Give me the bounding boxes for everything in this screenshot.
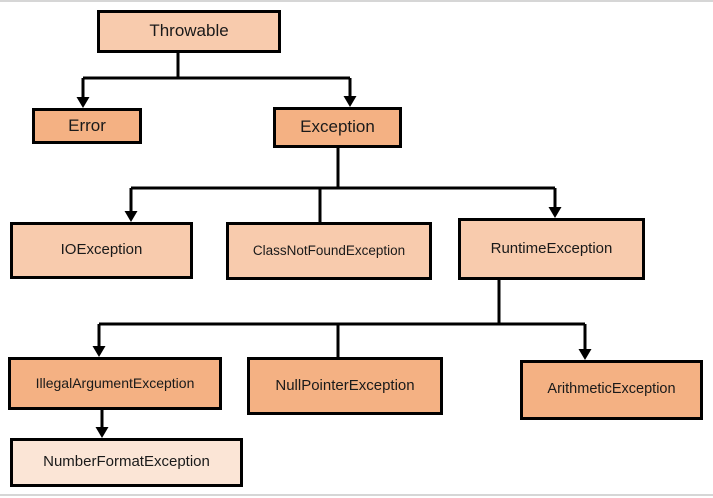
node-exception-label: Exception [300, 117, 375, 137]
arrowhead-to-exception [343, 96, 357, 107]
node-nullpointerexception-label: NullPointerException [275, 376, 415, 394]
window-top-border [0, 0, 713, 2]
node-numberformatexception-label: NumberFormatException [43, 453, 210, 471]
node-numberformatexception: NumberFormatException [10, 438, 243, 487]
node-runtimeexception: RuntimeException [458, 218, 645, 280]
node-illegalargumentexception: IllegalArgumentException [8, 357, 222, 410]
window-bottom-border [0, 494, 713, 496]
node-ioexception-label: IOException [60, 241, 143, 259]
arrowhead-to-error [76, 97, 90, 108]
node-nullpointerexception: NullPointerException [247, 357, 443, 415]
arrowhead-to-arithmeticexception [578, 349, 592, 360]
node-throwable: Throwable [97, 10, 281, 53]
connector-throwable-children [81, 51, 352, 99]
node-error-label: Error [68, 115, 106, 135]
node-arithmeticexception: ArithmeticException [520, 360, 703, 420]
arrowhead-to-ioexception [124, 211, 138, 222]
arrowhead-to-runtimeexception [548, 207, 562, 218]
arrowhead-to-illegalargumentexception [92, 346, 106, 357]
node-exception: Exception [273, 107, 402, 148]
arrowhead-to-numberformatexception [95, 427, 109, 438]
node-ioexception: IOException [10, 222, 193, 279]
connector-runtime-children [97, 279, 587, 357]
node-classnotfoundexception: ClassNotFoundException [226, 222, 432, 280]
node-arithmeticexception-label: ArithmeticException [547, 381, 676, 398]
node-error: Error [32, 108, 142, 144]
node-classnotfoundexception-label: ClassNotFoundException [252, 242, 406, 258]
connector-exception-children [129, 147, 557, 222]
node-illegalargumentexception-label: IllegalArgumentException [35, 374, 195, 391]
node-runtimeexception-label: RuntimeException [490, 239, 613, 257]
node-throwable-label: Throwable [149, 21, 229, 41]
